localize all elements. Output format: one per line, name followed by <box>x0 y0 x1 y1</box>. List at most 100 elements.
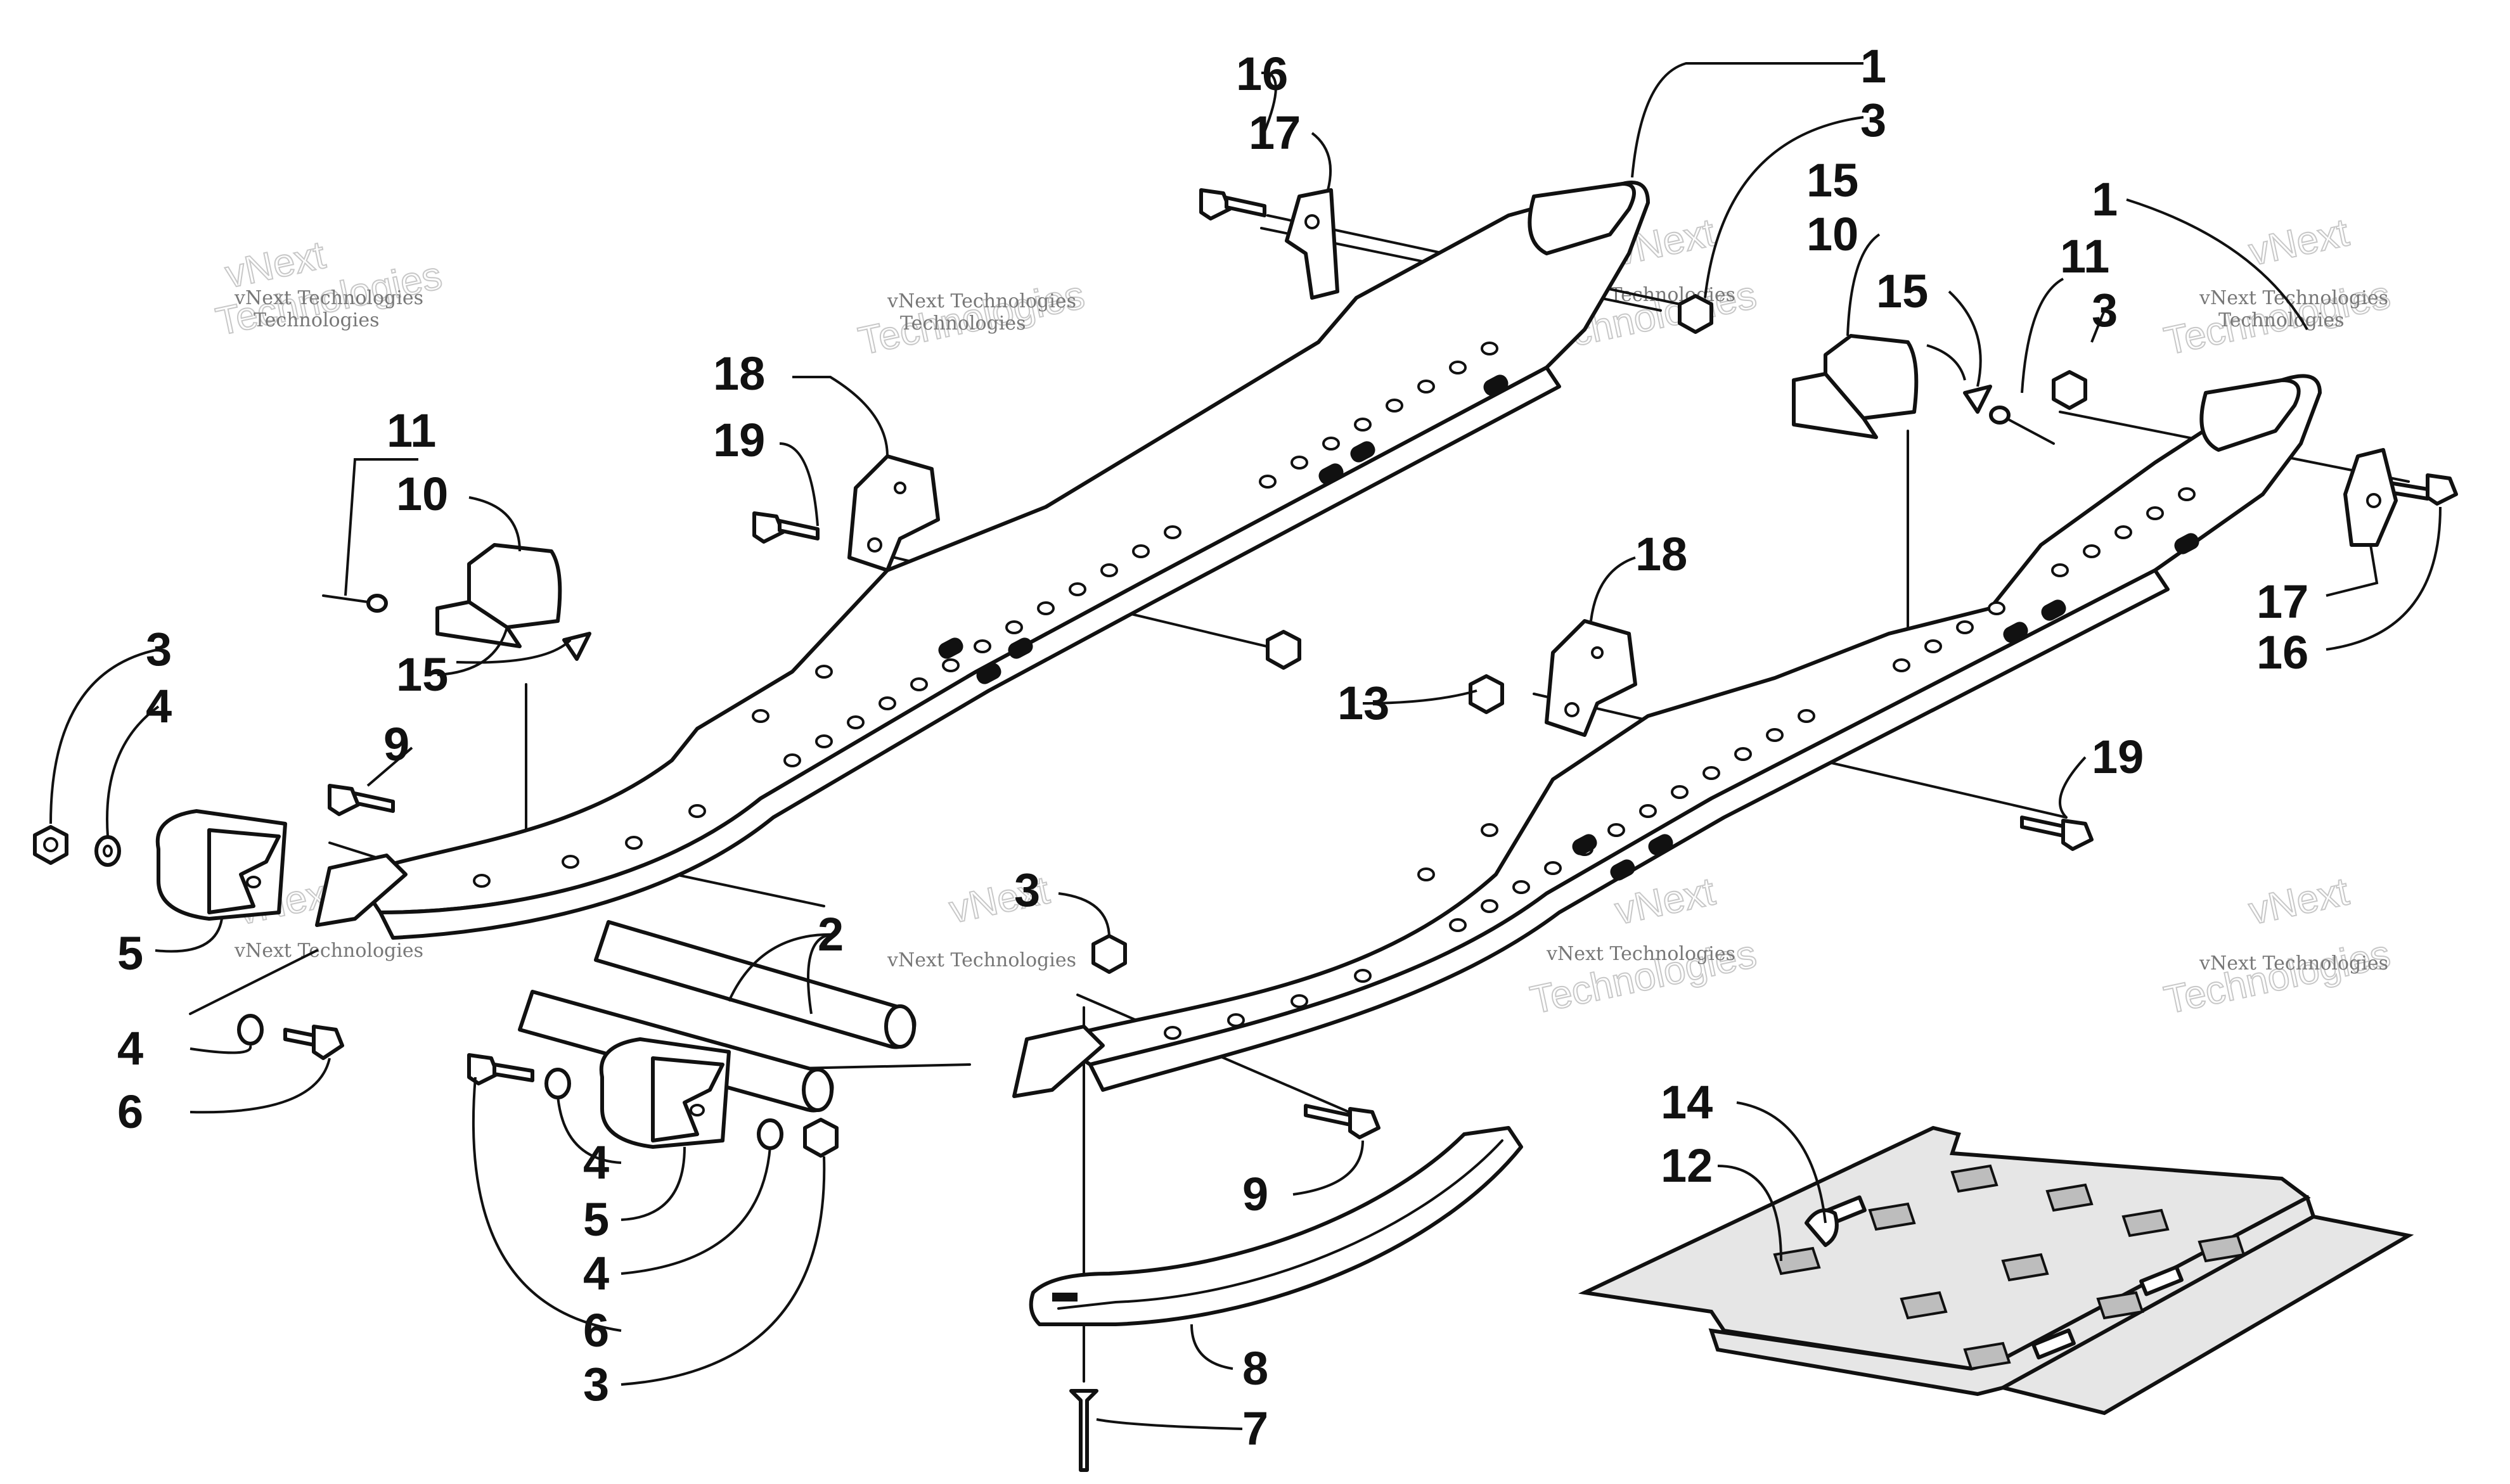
bolt-16-shank <box>1225 196 1266 217</box>
callout-15: 15 <box>1876 265 1928 317</box>
nut-13-b <box>1469 674 1504 714</box>
callout-12: 12 <box>1661 1139 1713 1192</box>
callout-4: 4 <box>146 680 172 732</box>
watermark-company: vNext Technologies <box>887 290 1076 312</box>
left-rail-front-tip <box>315 854 408 927</box>
bolt-6-head <box>312 1025 344 1060</box>
watermark-8: vNext Technologies <box>2160 869 2395 1023</box>
washer-4b <box>544 1068 571 1099</box>
bolt-19-head <box>752 511 785 544</box>
nut-3-top <box>1678 294 1713 334</box>
watermark-company: vNext Technologies <box>887 949 1076 971</box>
screw-7 <box>1069 1389 1098 1472</box>
bolt-6b-shank <box>492 1063 534 1082</box>
block-10-left <box>435 543 591 661</box>
callout-3: 3 <box>583 1358 609 1410</box>
callout-14: 14 <box>1661 1076 1713 1129</box>
track-clips <box>1822 1195 2184 1360</box>
bumper-right <box>599 1037 731 1149</box>
bolt-16-head <box>1199 188 1232 221</box>
callout-11: 11 <box>387 404 436 457</box>
cross-tube-upper-end <box>884 1004 916 1049</box>
bolt-6b-head <box>467 1053 499 1085</box>
watermark-big-text: Technologies <box>2161 932 2394 1023</box>
callout-7: 7 <box>1242 1402 1268 1455</box>
watermark-company-tail: Technologies <box>254 309 380 331</box>
nut-3-right <box>2052 370 2087 410</box>
block-10-right <box>1792 334 1992 439</box>
right-rail-slots <box>1572 533 2199 881</box>
callout-6: 6 <box>117 1085 143 1138</box>
callout-17: 17 <box>2256 575 2308 628</box>
callout-18: 18 <box>1635 528 1687 580</box>
watermark-4: vNext Technologies <box>2160 210 2395 364</box>
callout-15: 15 <box>1806 154 1858 207</box>
right-slide-rail <box>1012 374 2322 1098</box>
callout-16: 16 <box>1236 48 1288 100</box>
callout-13: 13 <box>1337 677 1389 729</box>
bolt-19-shank <box>778 519 820 541</box>
clip-15-left <box>435 600 522 648</box>
left-rail-holes <box>473 342 1498 888</box>
washer-4c <box>757 1118 783 1150</box>
right-rail-holes <box>1164 487 2196 1040</box>
rivet-11-left <box>322 594 369 603</box>
nut-3-center <box>1091 934 1127 974</box>
callout-4: 4 <box>117 1022 143 1075</box>
watermark-company-tail: Technologies <box>900 312 1026 335</box>
callout-11: 11 <box>2060 230 2109 283</box>
callout-6: 6 <box>583 1304 609 1357</box>
wear-strip-8 <box>1029 1126 1523 1326</box>
hardware <box>33 188 2458 1472</box>
watermark-company: vNext Technologies <box>2199 287 2388 309</box>
callout-1: 1 <box>2092 173 2118 226</box>
bracket-18-right <box>1545 619 1637 737</box>
callout-19: 19 <box>713 414 765 466</box>
callout-9: 9 <box>383 718 409 771</box>
track-belt-right <box>1997 1214 2414 1416</box>
callout-8: 8 <box>1242 1342 1268 1395</box>
watermark-company: vNext Technologies <box>2199 952 2388 975</box>
washer-4-lower <box>237 1014 264 1046</box>
wear-strip-slot <box>1052 1293 1078 1302</box>
track-lugs <box>1773 1164 2246 1371</box>
left-slide-rail <box>315 181 1650 940</box>
watermark-company: vNext Technologies <box>234 287 423 309</box>
callout-18: 18 <box>713 347 765 400</box>
bracket-17-top <box>1285 188 1339 300</box>
brackets <box>847 188 2398 737</box>
leader-lines <box>49 62 2442 1430</box>
callout-4: 4 <box>583 1136 609 1189</box>
callout-15: 15 <box>396 648 448 701</box>
watermark-company-tail: Technologies <box>2218 309 2345 331</box>
track-section-12 <box>1578 1125 2414 1416</box>
callout-17: 17 <box>1249 106 1301 159</box>
right-rail-flange <box>1088 568 2170 1092</box>
callout-4: 4 <box>583 1247 609 1300</box>
watermark-brand: vNext <box>1611 869 1718 933</box>
watermark-brand: vNext <box>2245 210 2352 274</box>
watermark-brand: vNext <box>2245 869 2352 933</box>
callout-10: 10 <box>396 468 448 520</box>
callout-9: 9 <box>1242 1168 1268 1220</box>
callout-3: 3 <box>146 623 172 675</box>
right-rail-front-tip <box>1012 1025 1105 1098</box>
left-rail-slots <box>938 374 1509 684</box>
bolt-16b-head <box>2426 473 2458 506</box>
callout-3: 3 <box>1014 864 1040 916</box>
track-stud-14 <box>1805 1208 1839 1247</box>
callout-19: 19 <box>2092 731 2144 783</box>
bracket-18-left <box>847 454 940 572</box>
right-rail-slot <box>2199 378 2301 452</box>
left-rail-flange <box>378 366 1561 940</box>
nut-13-a <box>1266 630 1301 670</box>
bolt-19b-shank <box>2020 816 2068 838</box>
bumper-left <box>155 809 287 921</box>
watermark-company: vNext Technologies <box>234 940 423 962</box>
callout-1: 1 <box>1860 40 1886 93</box>
assembly-line <box>189 949 318 1015</box>
rivet-11-right <box>2005 417 2055 445</box>
bolt-9b-head <box>1348 1107 1380 1139</box>
clip-15-right <box>1792 372 1878 439</box>
